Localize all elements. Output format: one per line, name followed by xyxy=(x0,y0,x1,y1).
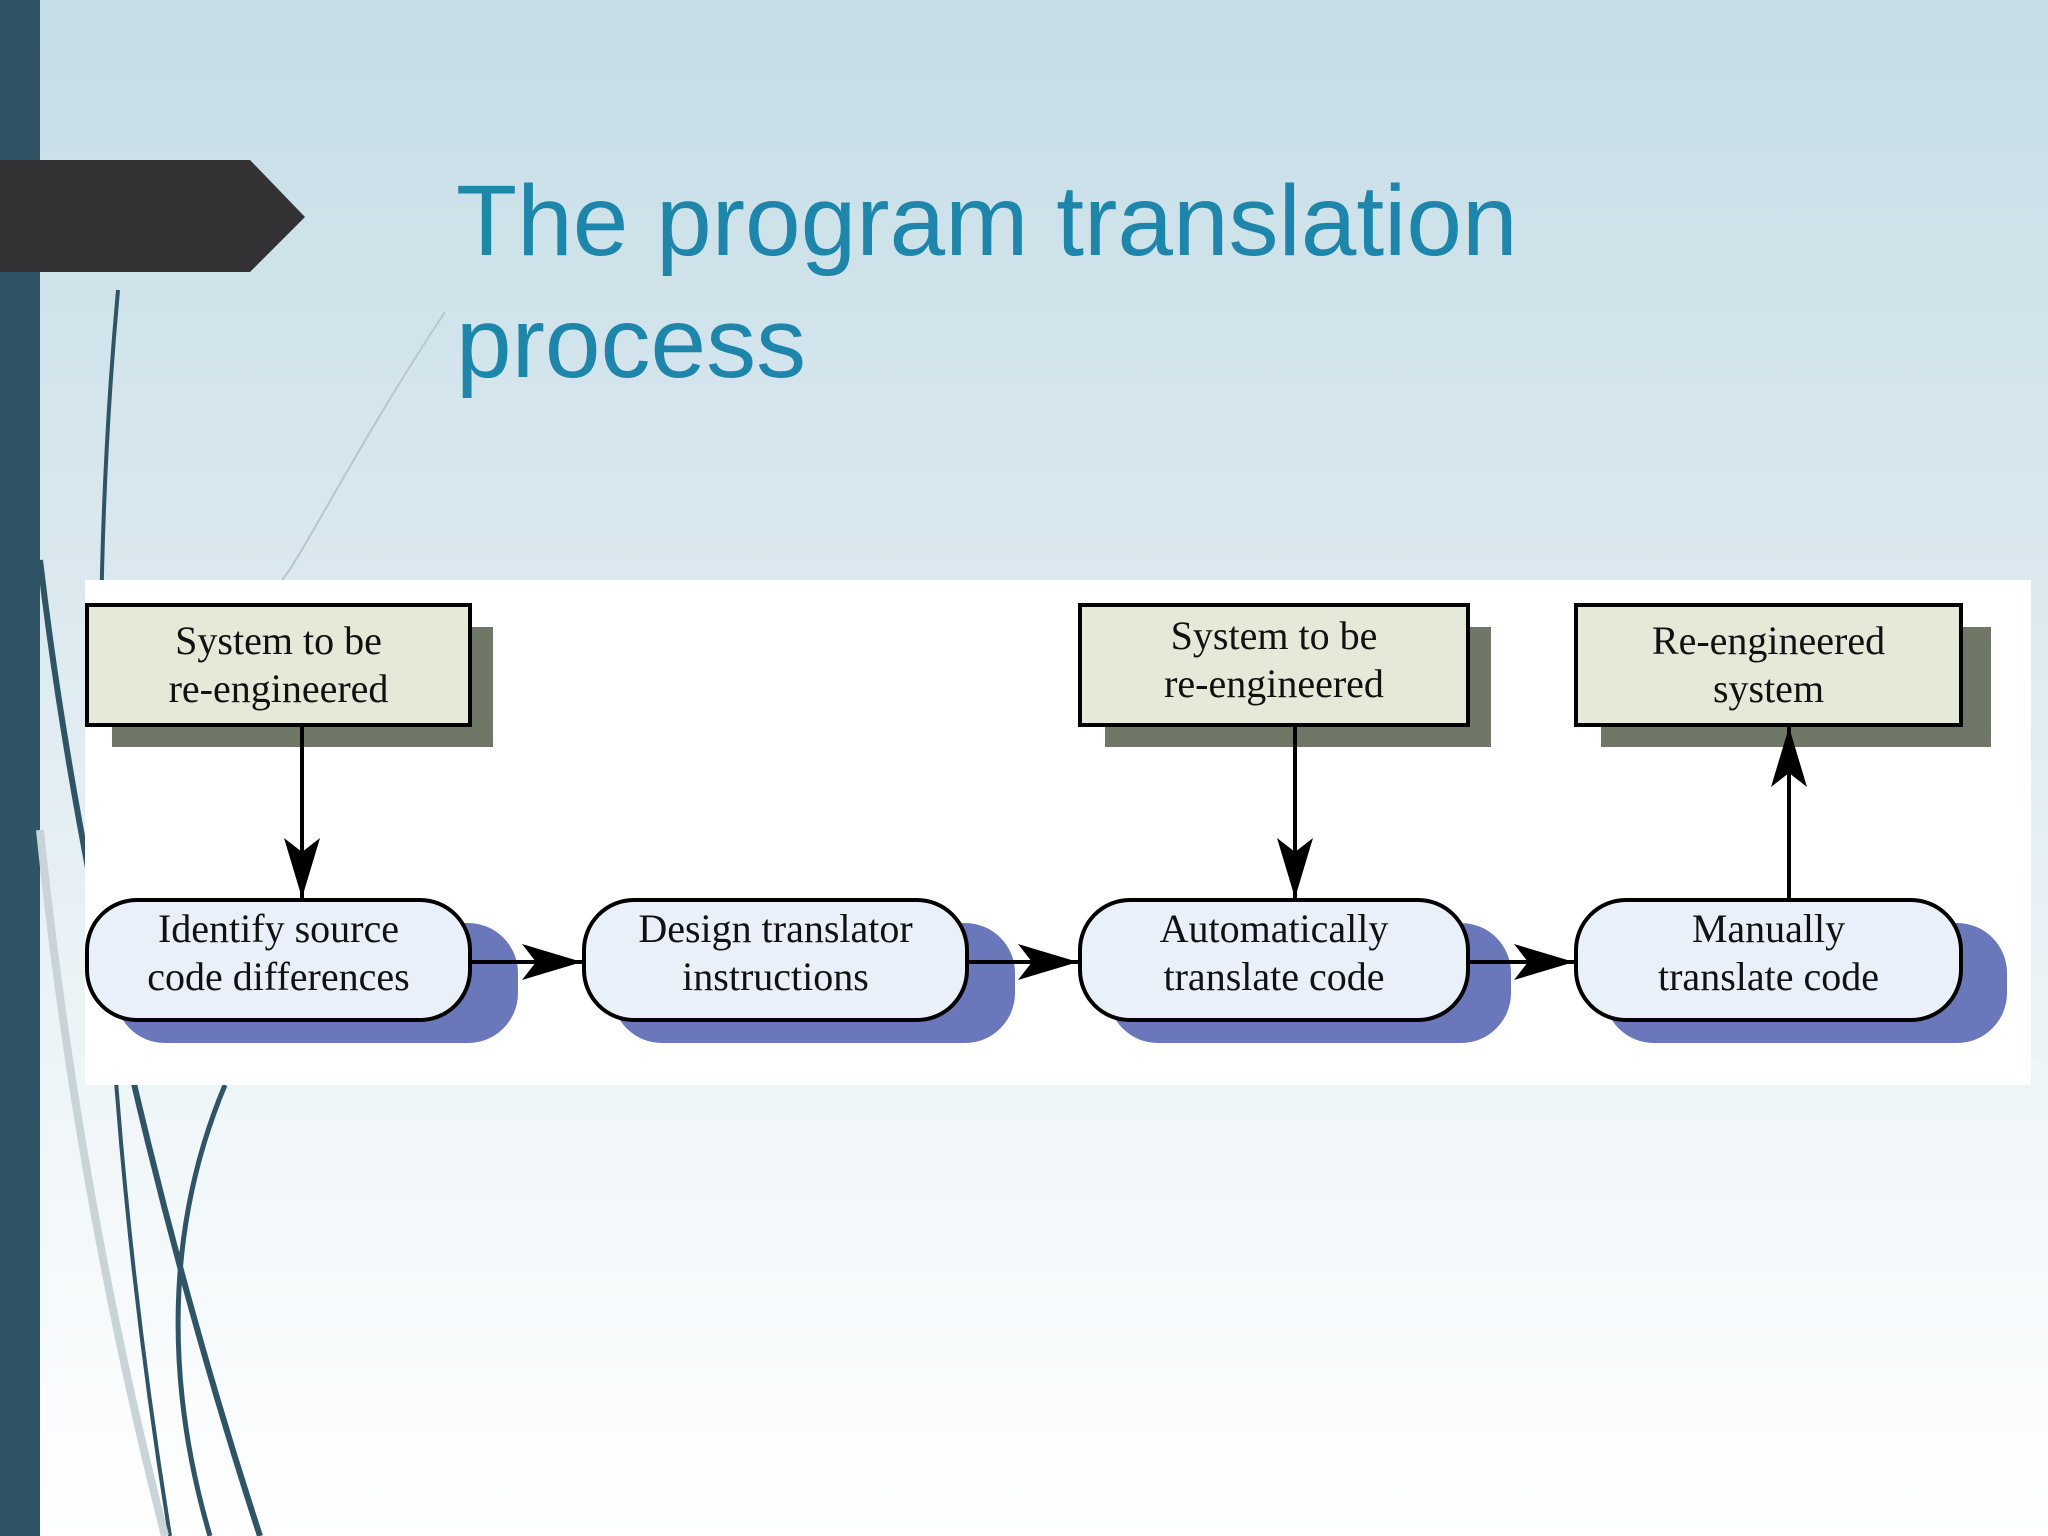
step-auto-line2: translate code xyxy=(1163,954,1385,999)
box-target-label: System to be re-engineered xyxy=(1080,600,1468,720)
box-result xyxy=(1574,603,1963,727)
arrowhead-source-to-identify xyxy=(284,838,320,898)
step-manual-label: Manually translate code xyxy=(1576,893,1961,1013)
box-result-line2: system xyxy=(1712,666,1825,711)
step-identify-line2: code differences xyxy=(147,954,410,999)
box-result-label: Re-engineered system xyxy=(1576,605,1961,725)
step-design-label: Design translator instructions xyxy=(584,893,967,1013)
diagram-graphics xyxy=(85,603,2007,1043)
box-source-line2: re-engineered xyxy=(168,666,389,711)
arrowhead-manual-to-result xyxy=(1771,727,1807,787)
box-result-line1: Re-engineered xyxy=(1651,618,1886,663)
box-source-label: System to be re-engineered xyxy=(87,605,470,725)
arrowhead-identify-to-design xyxy=(522,944,582,980)
box-target xyxy=(1078,603,1470,727)
box-source xyxy=(85,603,472,727)
step-auto-label: Automatically translate code xyxy=(1080,893,1468,1013)
slide-title-line1: The program translation xyxy=(456,165,1518,277)
arrowhead-target-to-auto xyxy=(1277,838,1313,898)
box-source-line1: System to be xyxy=(175,618,382,663)
box-target-line2: re-engineered xyxy=(1164,661,1384,706)
translation-process-diagram: System to be re-engineered System to be … xyxy=(85,580,2031,1085)
step-identify-line1: Identify source xyxy=(157,906,399,951)
title-marker-tab xyxy=(0,160,305,272)
arrowhead-design-to-auto xyxy=(1018,944,1078,980)
step-design-line2: instructions xyxy=(682,954,869,999)
slide-title: The program translation process xyxy=(456,160,1956,404)
arrowhead-auto-to-manual xyxy=(1514,944,1574,980)
step-design-line1: Design translator xyxy=(638,906,913,951)
step-manual-line2: translate code xyxy=(1658,954,1879,999)
step-manual xyxy=(1574,898,1963,1022)
step-manual-line1: Manually xyxy=(1691,906,1846,951)
box-target-line1: System to be xyxy=(1170,613,1378,658)
step-identify-label: Identify source code differences xyxy=(87,893,470,1013)
slide-title-line2: process xyxy=(456,287,807,399)
step-auto-line1: Automatically xyxy=(1159,906,1389,951)
